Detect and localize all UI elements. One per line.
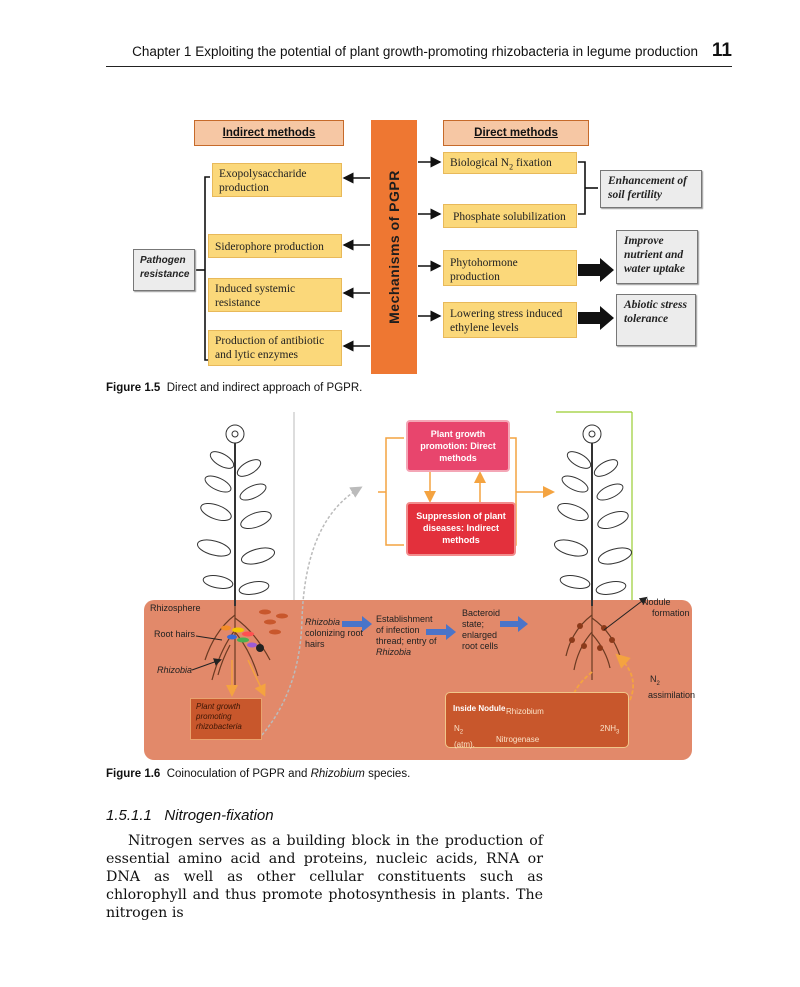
indirect-methods-heading: Indirect methods [194,120,344,146]
soil-fertility-box: Enhancement of soil fertility [600,170,702,208]
root-hairs-label: Root hairs [154,629,196,639]
pathogen-resistance-label: Pathogen resistance [140,255,190,280]
figure-1-5-connectors [196,156,614,361]
figure-1-6-artwork [191,411,648,736]
running-header: Chapter 1 Exploiting the potential of pl… [106,40,732,67]
nh3-label: 2NH3 [600,724,620,736]
paragraph-text: Nitrogen serves as a building block in t… [106,833,543,921]
soil-fertility-label: Enhancement of soil fertility [608,175,687,201]
nutrient-uptake-box: Improve nutrient and water uptake [616,230,698,284]
abiotic-stress-label: Abiotic stress tolerance [624,299,687,325]
nodule-formation-label: Nodule formation [642,597,690,618]
figure-1-6-caption: Figure 1.6 Coinoculation of PGPR and Rhi… [106,768,411,780]
direct-methods-heading: Direct methods [443,120,589,146]
figure-1-5-caption-text: Direct and indirect approach of PGPR. [166,382,363,394]
figure-1-5-caption: Figure 1.5 Direct and indirect approach … [106,382,362,394]
n2-assimilation-label: N2 assimilation [648,674,696,700]
running-title: Chapter 1 Exploiting the potential of pl… [132,44,698,59]
inside-nodule-label: Inside Nodule [453,704,506,713]
exopolysaccharide-box: Exopolysaccharide production [212,163,342,197]
rhizobia-colonizing-label: Rhizobia colonizing root hairs [305,617,364,649]
direct-methods-box: Plant growth promotion: Direct methods [406,420,510,472]
pgpr-box: Plant growth promoting rhizobacteria [190,698,262,740]
biological-n2-fixation-box: Biological N2 fixation [443,152,577,174]
abiotic-stress-box: Abiotic stress tolerance [616,294,696,346]
induced-systemic-resistance-box: Induced systemic resistance [208,278,342,312]
rhizosphere-label: Rhizosphere [150,603,201,613]
establishment-label: Establishment of infection thread; entry… [376,614,437,657]
pathogen-resistance-box: Pathogen resistance [133,249,195,291]
ethylene-box: Lowering stress induced ethylene levels [443,302,577,338]
figure-1-6-caption-label: Figure 1.6 [106,768,161,780]
mechanisms-bar: Mechanisms of PGPR [371,120,417,374]
antibiotic-box: Production of antibiotic and lytic enzym… [208,330,342,366]
bacteroid-label: Bacteroid state; enlarged root cells [462,608,501,651]
left-plant [196,424,276,606]
indirect-methods-box: Suppression of plant diseases: Indirect … [406,502,516,556]
inside-nodule-box: Inside Nodule Rhizobium N2 (atm). Nitrog… [445,692,629,749]
section-heading: 1.5.1.1 Nitrogen-fixation [106,807,274,824]
n2-atm-label: N2 (atm). [454,724,475,749]
phytohormone-box: Phytohormone production [443,250,577,286]
nitrogenase-label: Nitrogenase [496,735,540,744]
page-number: 11 [711,40,732,61]
body-paragraph: Nitrogen serves as a building block in t… [106,832,543,922]
phosphate-solubilization-box: Phosphate solubilization [443,204,577,228]
rhizobia-label: Rhizobia [157,665,193,675]
rhizobium-label: Rhizobium [506,707,544,716]
nutrient-uptake-label: Improve nutrient and water uptake [624,235,686,275]
siderophore-box: Siderophore production [208,234,342,258]
figure-1-5-caption-label: Figure 1.5 [106,382,161,394]
